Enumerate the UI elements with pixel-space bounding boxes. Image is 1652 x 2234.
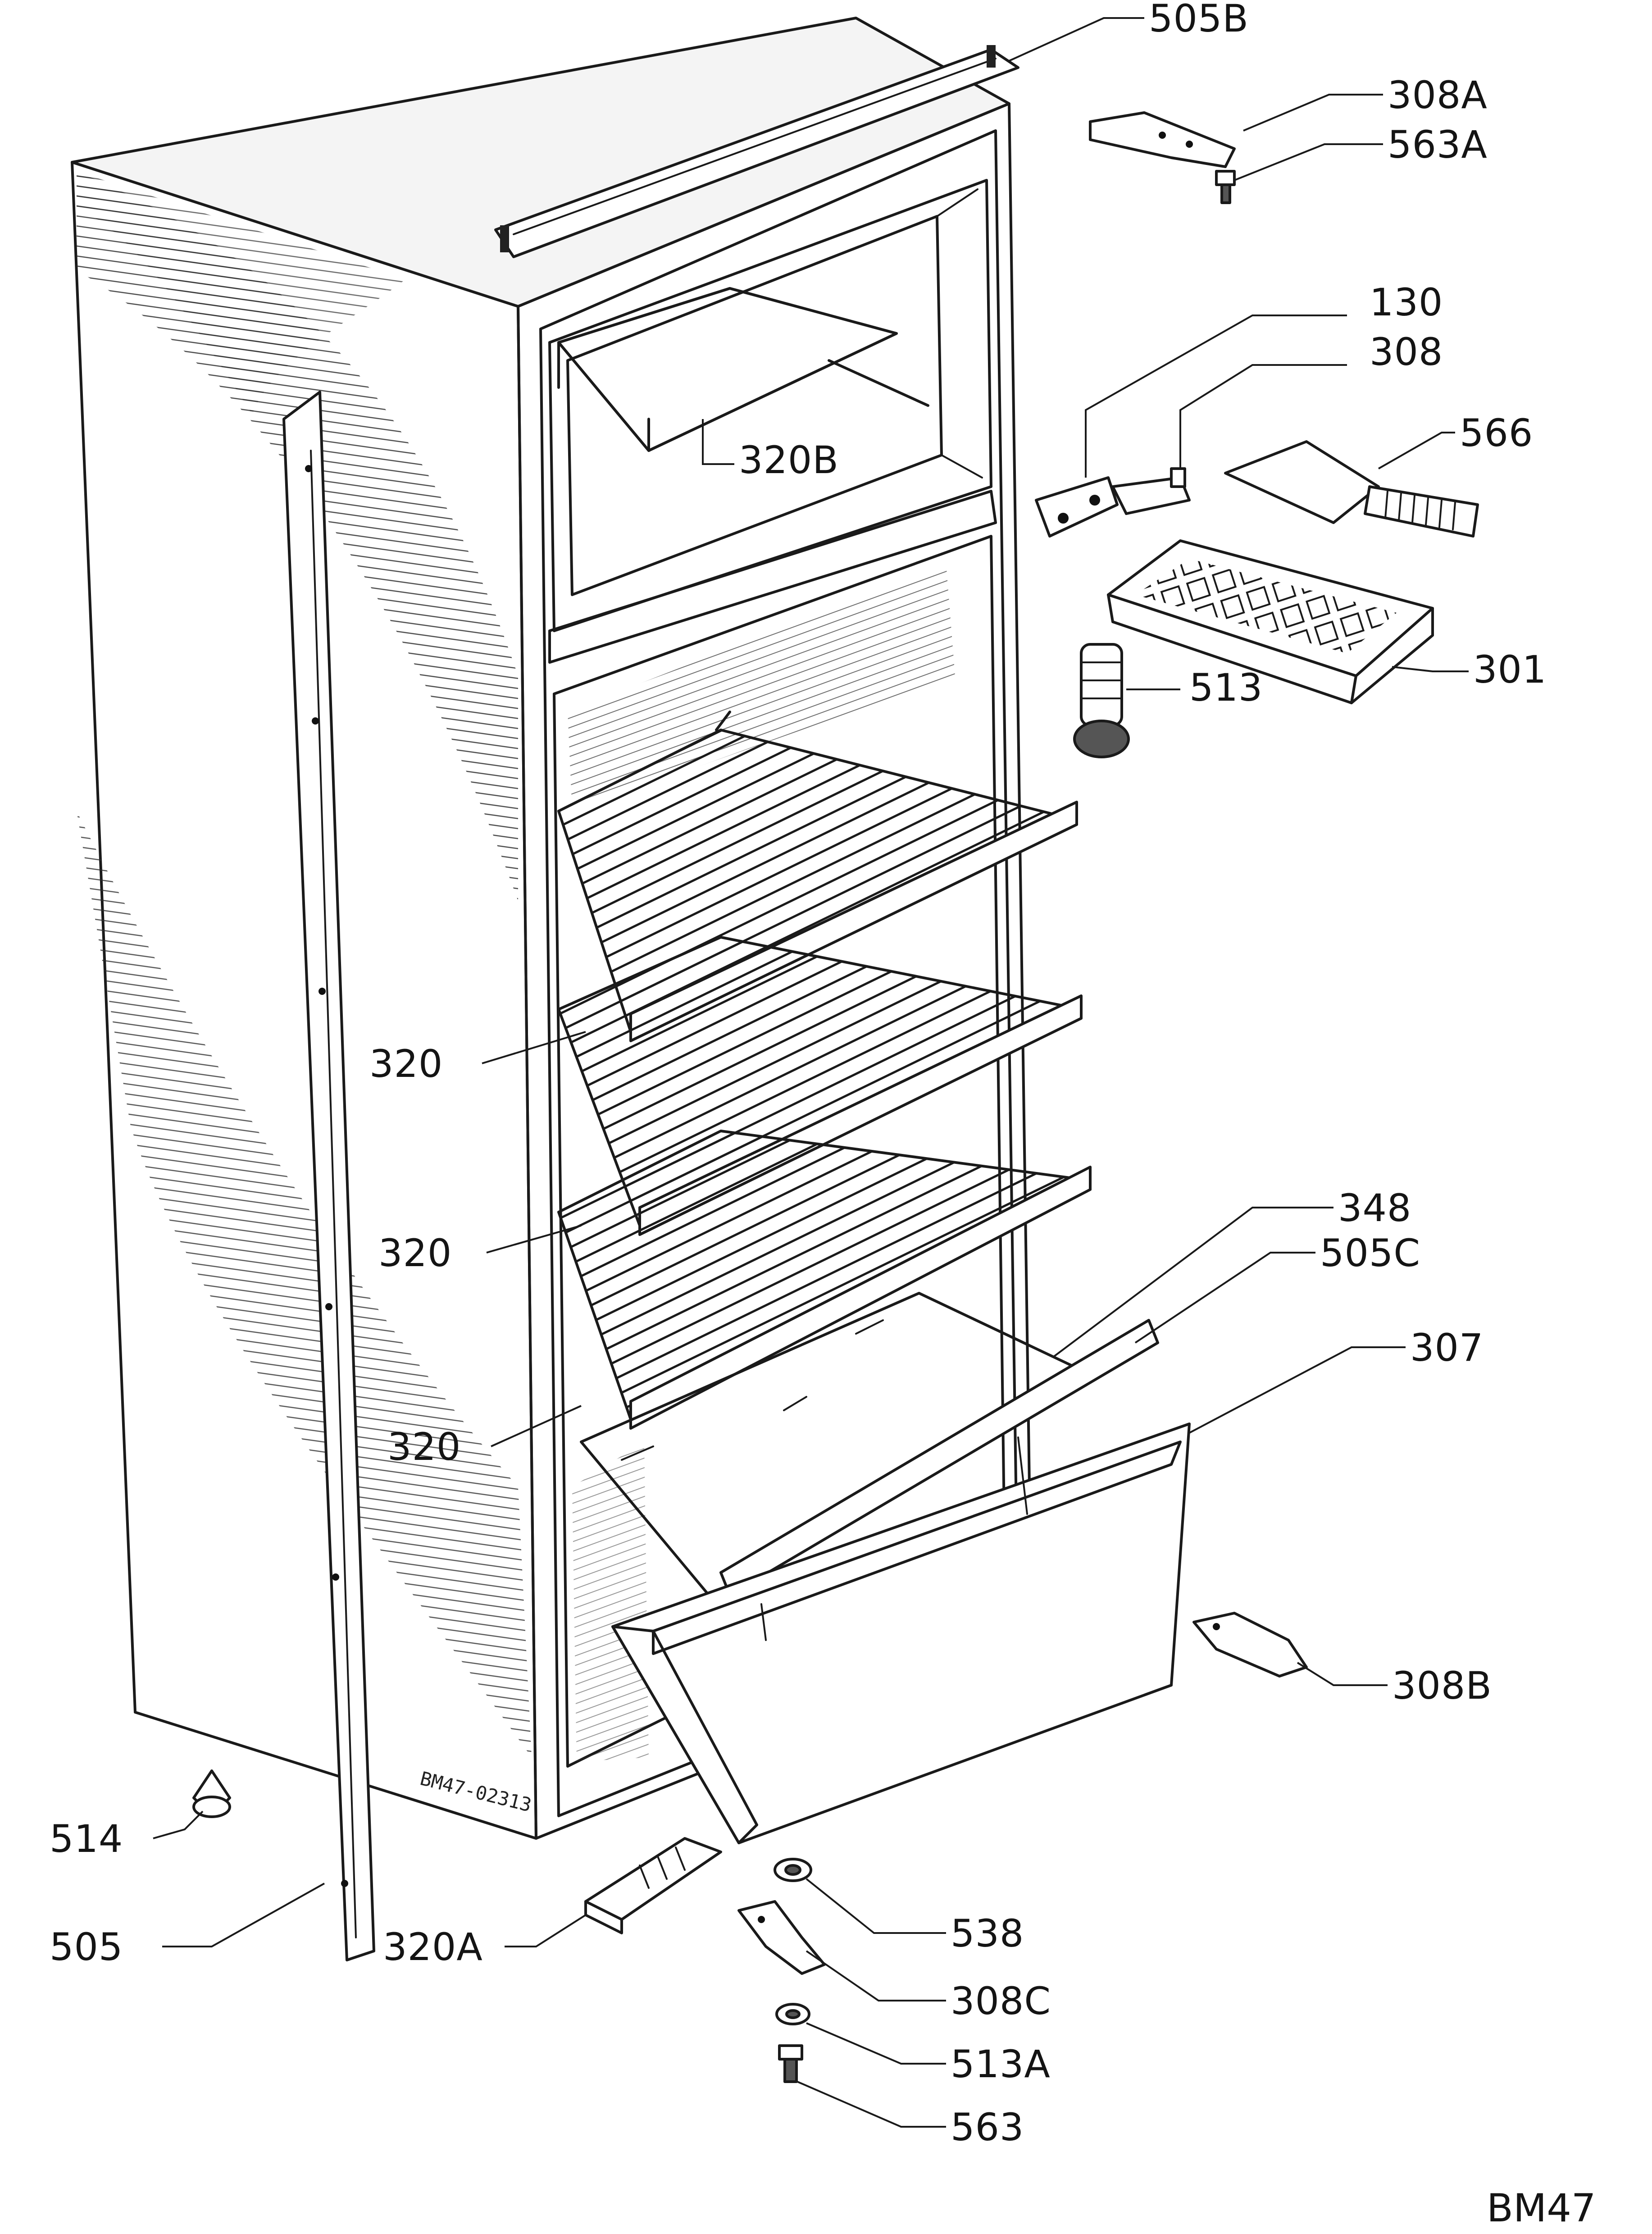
callout-514: 514 [50,1817,123,1861]
part-505-door-strip [282,391,375,1961]
part-566-ice-scraper [1224,440,1479,538]
callout-320-top: 320 [369,1042,443,1086]
callout-308b: 308B [1392,1664,1492,1708]
part-308c-hinge [737,1900,826,1975]
part-538-washer [774,1858,812,1882]
callout-566: 566 [1460,411,1533,455]
part-513-lamp-holder [1073,643,1130,758]
callout-308: 308 [1370,330,1443,374]
part-307-crisper-drawer [611,1422,1191,1844]
callout-505: 505 [50,1925,123,1969]
callout-308c: 308C [951,1979,1051,2023]
callout-320a: 320A [383,1925,483,1969]
part-320b-freezer-shelf [557,287,929,452]
callouts: 505B 308A 563A 130 308 566 320B 301 513 … [50,0,1547,2149]
callout-320-middle: 320 [378,1231,452,1275]
callout-505c: 505C [1320,1231,1420,1275]
callout-307: 307 [1410,1326,1484,1370]
callout-320-bottom: 320 [387,1425,461,1469]
part-505b-top-strip [494,45,1019,258]
callout-301: 301 [1473,647,1547,692]
callout-513: 513 [1189,666,1263,710]
sheet-code: BM47 [1487,2186,1596,2231]
callout-538: 538 [951,1911,1024,1956]
callout-348: 348 [1338,1186,1411,1230]
freezer-compartment [548,179,997,664]
part-320-shelf-bottom [557,1130,1092,1430]
callout-320b: 320B [739,438,839,482]
part-563-screw [778,2044,803,2083]
part-308a-hinge [1089,111,1236,168]
part-308-hinge-arm [1111,467,1191,515]
part-514-clip [192,1769,231,1818]
callout-563: 563 [951,2105,1024,2149]
fridge-shelves [557,711,1092,1430]
callout-308a: 308A [1388,73,1488,117]
callout-563a: 563A [1388,123,1488,167]
part-563a-screw [1215,170,1236,204]
part-130-hinge-plate [1035,476,1119,538]
part-301-ice-tray [1107,539,1434,704]
callout-513a: 513A [951,2042,1051,2086]
part-513a-bushing [775,2003,810,2025]
callout-130: 130 [1370,280,1443,324]
part-308b-hinge [1192,1612,1308,1678]
leader-lines [153,17,1469,2128]
part-320a-shelf-support [584,1837,722,1934]
cabinet-body [71,17,1033,1840]
callout-505b: 505B [1149,0,1249,41]
